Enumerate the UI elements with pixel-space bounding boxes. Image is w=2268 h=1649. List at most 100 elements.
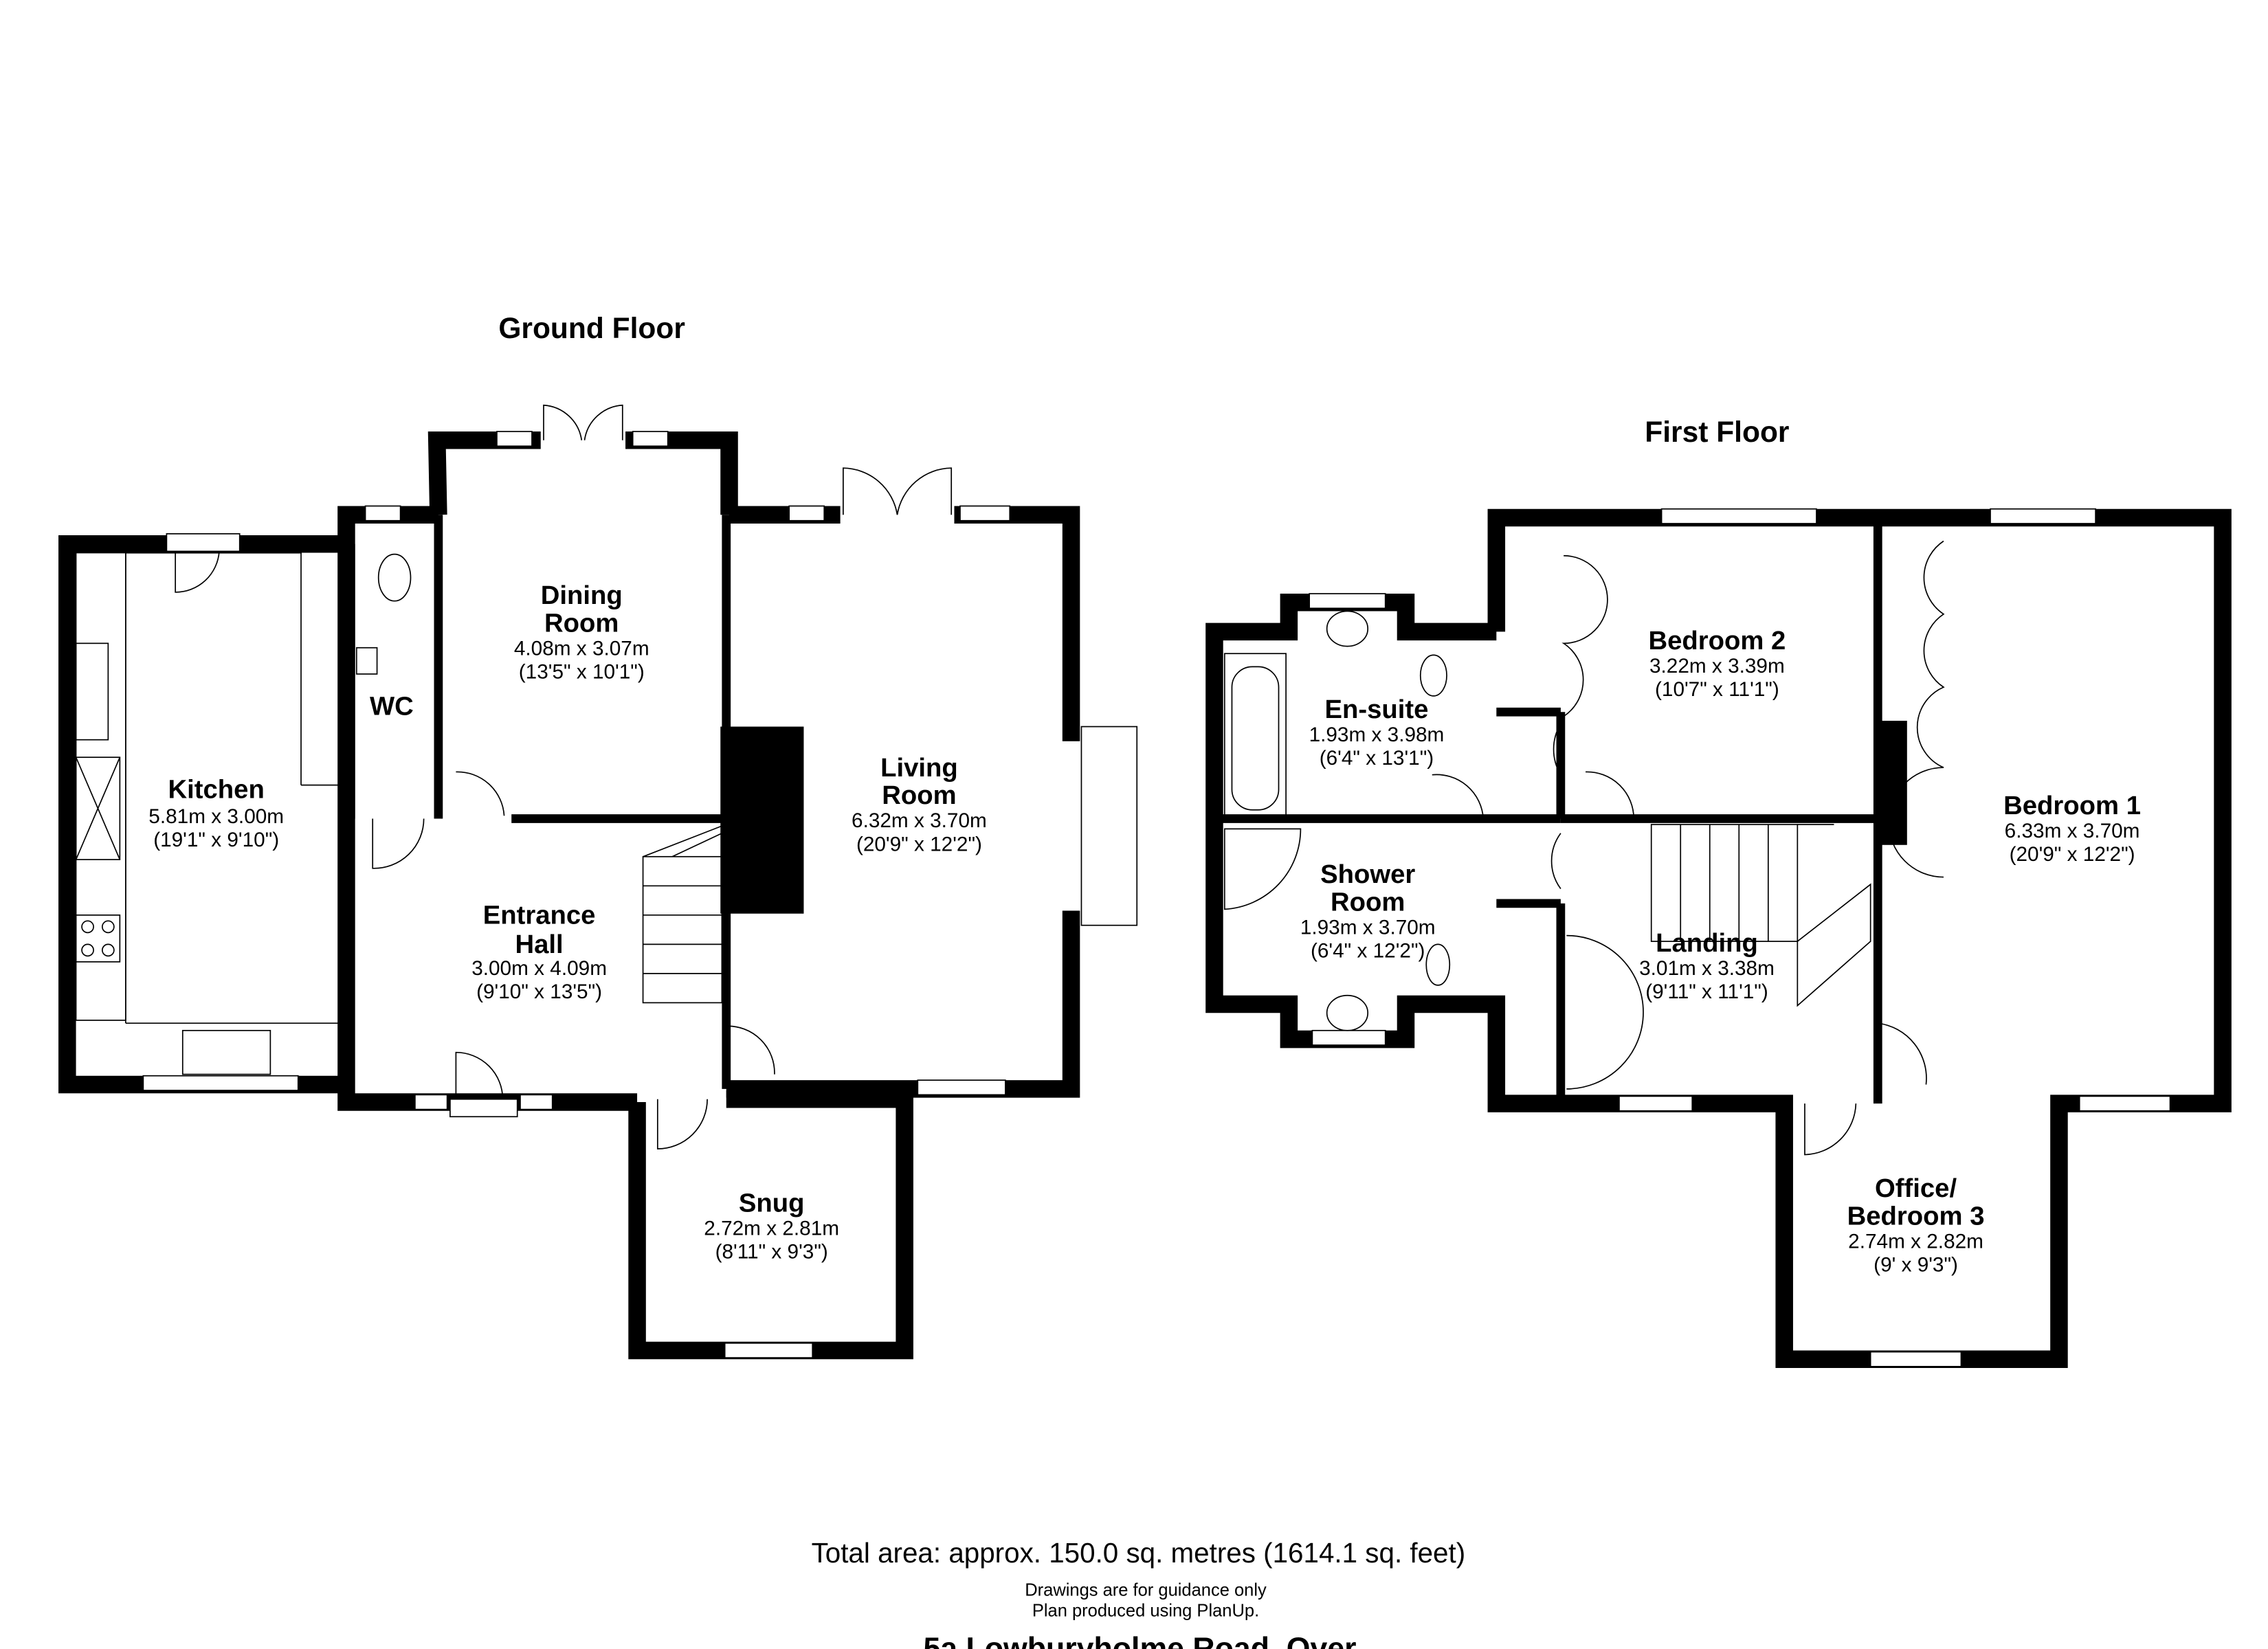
door-swing-icon: [1432, 774, 1485, 819]
hob-unit-icon: [75, 756, 121, 860]
door-swing-icon: [175, 551, 220, 593]
window-icon: [1990, 508, 2096, 524]
disclaimer: Drawings are for guidance only: [1025, 1581, 1267, 1600]
property-address: 5a Lowburyholme Road, Over: [923, 1632, 1356, 1649]
room-name: Living: [880, 753, 958, 783]
room-name: Hall: [515, 930, 564, 959]
window-icon: [917, 1079, 1006, 1096]
shower-room: Shower Room 1.93m x 3.70m (6'4" x 12'2"): [1300, 860, 1436, 962]
kitchen: Kitchen 5.81m x 3.00m (19'1" x 9'10"): [58, 533, 346, 1094]
chimney-breast: [720, 726, 804, 914]
total-area: Total area: approx. 150.0 sq. metres (16…: [812, 1537, 1466, 1569]
living-room: Living Room 6.32m x 3.70m (20'9" x 12'2"…: [720, 467, 1138, 1098]
french-doors-icon: [843, 467, 953, 515]
bath-tub-icon: [1231, 666, 1280, 811]
room-dimensions-imperial: (6'4" x 12'2"): [1311, 939, 1425, 962]
window-icon: [2078, 1095, 2171, 1112]
window-icon: [1660, 508, 1817, 524]
room-name: En-suite: [1324, 695, 1428, 724]
chimney-breast: [1875, 721, 1907, 845]
wardrobe-doors-icon: [1561, 554, 1608, 717]
door-swing-icon: [455, 1051, 504, 1099]
room-dimensions-metric: 3.22m x 3.39m: [1649, 655, 1785, 677]
door-icon: [166, 533, 241, 552]
room-dimensions-metric: 3.01m x 3.38m: [1639, 957, 1775, 980]
window-icon: [959, 505, 1011, 521]
staircase-icon: [642, 825, 723, 1004]
window-icon: [414, 1094, 448, 1110]
door-swing-icon: [1550, 833, 1561, 890]
snug: Snug 2.72m x 2.81m (8'11" x 9'3"): [628, 1090, 913, 1360]
room-name: WC: [370, 692, 414, 721]
footer: Total area: approx. 150.0 sq. metres (16…: [812, 1537, 1466, 1649]
office-bedroom-3: Office/ Bedroom 3 2.74m x 2.82m (9' x 9'…: [1847, 1174, 1985, 1276]
room-dimensions-imperial: (9'11" x 11'1"): [1645, 980, 1768, 1003]
window-icon: [142, 1075, 299, 1091]
room-dimensions-metric: 1.93m x 3.98m: [1309, 723, 1445, 746]
room-name: Bedroom 1: [2003, 791, 2141, 820]
door-swing-icon: [1585, 771, 1635, 819]
room-dimensions-imperial: (9'10" x 13'5"): [476, 980, 602, 1003]
bedroom-2: Bedroom 2 3.22m x 3.39m (10'7" x 11'1"): [1648, 626, 1786, 701]
window-icon: [1309, 593, 1386, 609]
room-dimensions-metric: 4.08m x 3.07m: [514, 637, 649, 660]
door-swing-icon: [456, 771, 505, 816]
window-icon: [364, 505, 401, 521]
window-icon: [520, 1094, 553, 1110]
produced-by: Plan produced using PlanUp.: [1032, 1601, 1259, 1620]
door-swing-icon: [1804, 1103, 1857, 1156]
bay-window-icon: [1080, 726, 1138, 926]
window-icon: [1869, 1351, 1962, 1367]
room-dimensions-metric: 2.72m x 2.81m: [704, 1217, 839, 1239]
first-floor-title: First Floor: [1645, 416, 1789, 449]
window-icon: [1311, 1029, 1386, 1046]
room-name: Snug: [739, 1188, 805, 1218]
toilet-icon: [1425, 943, 1451, 986]
basin-icon: [355, 647, 378, 675]
room-name: Bedroom 3: [1847, 1202, 1985, 1231]
first-floor-plan: First Floor: [1205, 416, 2232, 1368]
door-swing-icon: [340, 888, 347, 936]
sink-icon: [181, 1029, 271, 1075]
wardrobe-doors-icon: [1566, 934, 1644, 1090]
room-name: Shower: [1320, 860, 1415, 889]
door-swing-icon: [726, 1025, 775, 1075]
window-icon: [496, 431, 533, 447]
door-swing-icon: [656, 1099, 708, 1149]
room-dimensions-imperial: (19'1" x 9'10"): [153, 829, 279, 851]
room-name: Kitchen: [168, 775, 265, 805]
bedroom-1: Bedroom 1 6.33m x 3.70m (20'9" x 12'2"): [2003, 791, 2141, 866]
room-name: Landing: [1656, 928, 1758, 958]
room-name: Room: [1331, 887, 1405, 917]
bath-icon: [1223, 653, 1287, 818]
wardrobe-doors-icon: [1888, 540, 1945, 878]
toilet-icon: [1419, 654, 1447, 697]
front-door-icon: [449, 1098, 518, 1118]
wc: WC: [337, 505, 443, 1085]
room-dimensions-imperial: (20'9" x 12'2"): [2010, 843, 2135, 866]
room-name: Room: [882, 781, 956, 810]
room-dimensions-metric: 5.81m x 3.00m: [148, 805, 284, 828]
window-icon: [724, 1342, 814, 1358]
entrance-hall: Entrance Hall 3.00m x 4.09m (9'10" x 13'…: [337, 771, 775, 1118]
toilet-icon: [377, 553, 412, 602]
room-name: Dining: [541, 581, 623, 610]
basin-icon: [1326, 610, 1369, 647]
sink-icon: [75, 642, 109, 741]
french-doors-icon: [543, 404, 623, 440]
room-dimensions-imperial: (8'11" x 9'3"): [715, 1241, 828, 1264]
room-dimensions-metric: 6.33m x 3.70m: [2005, 820, 2140, 842]
door-swing-icon: [372, 818, 425, 869]
room-name: Entrance: [483, 901, 596, 930]
room-dimensions-imperial: (6'4" x 13'1"): [1320, 747, 1434, 770]
window-icon: [632, 431, 669, 447]
dining-room: Dining Room 4.08m x 3.07m (13'5" x 10'1"…: [427, 404, 738, 823]
room-dimensions-imperial: (20'9" x 12'2"): [856, 833, 982, 855]
ground-floor-plan: Ground Floor Kitchen 5.81m x 3.00m (19'1…: [58, 313, 1138, 1360]
room-name: Room: [544, 608, 619, 638]
room-name: Bedroom 2: [1648, 626, 1786, 655]
ground-floor-title: Ground Floor: [498, 313, 685, 345]
room-dimensions-metric: 2.74m x 2.82m: [1848, 1231, 1983, 1253]
room-dimensions-metric: 1.93m x 3.70m: [1300, 916, 1436, 939]
